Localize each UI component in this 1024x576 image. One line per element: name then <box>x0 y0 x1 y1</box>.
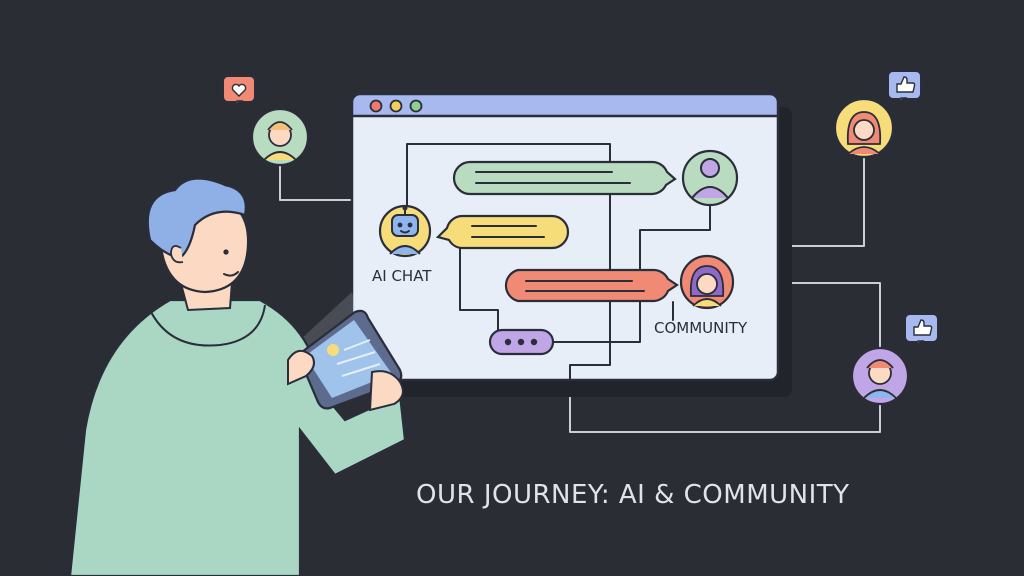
page-title: OUR JOURNEY: AI & COMMUNITY <box>416 480 850 510</box>
person-illustration <box>68 177 407 576</box>
heart-icon <box>222 75 256 107</box>
avatar-top-right <box>833 97 895 159</box>
inner-connectors <box>406 143 711 381</box>
thumbs-up-icon <box>887 70 922 104</box>
community-avatar <box>679 254 735 310</box>
avatar-top-left <box>250 107 310 167</box>
robot-icon <box>378 204 432 258</box>
maximize-dot[interactable] <box>409 99 423 113</box>
minimize-dot[interactable] <box>389 99 403 113</box>
user-icon <box>681 149 739 207</box>
chat-bubble-red <box>504 268 679 303</box>
typing-indicator <box>488 328 555 356</box>
window-titlebar <box>350 92 780 118</box>
ai-chat-label: AI CHAT <box>372 267 432 285</box>
thumbs-up-icon <box>904 313 939 347</box>
chat-bubble-green <box>452 160 677 196</box>
community-label: COMMUNITY <box>654 319 748 337</box>
close-dot[interactable] <box>369 99 383 113</box>
chat-bubble-yellow <box>435 214 570 250</box>
connector-wires <box>279 158 881 433</box>
avatar-bottom-right <box>850 346 910 406</box>
